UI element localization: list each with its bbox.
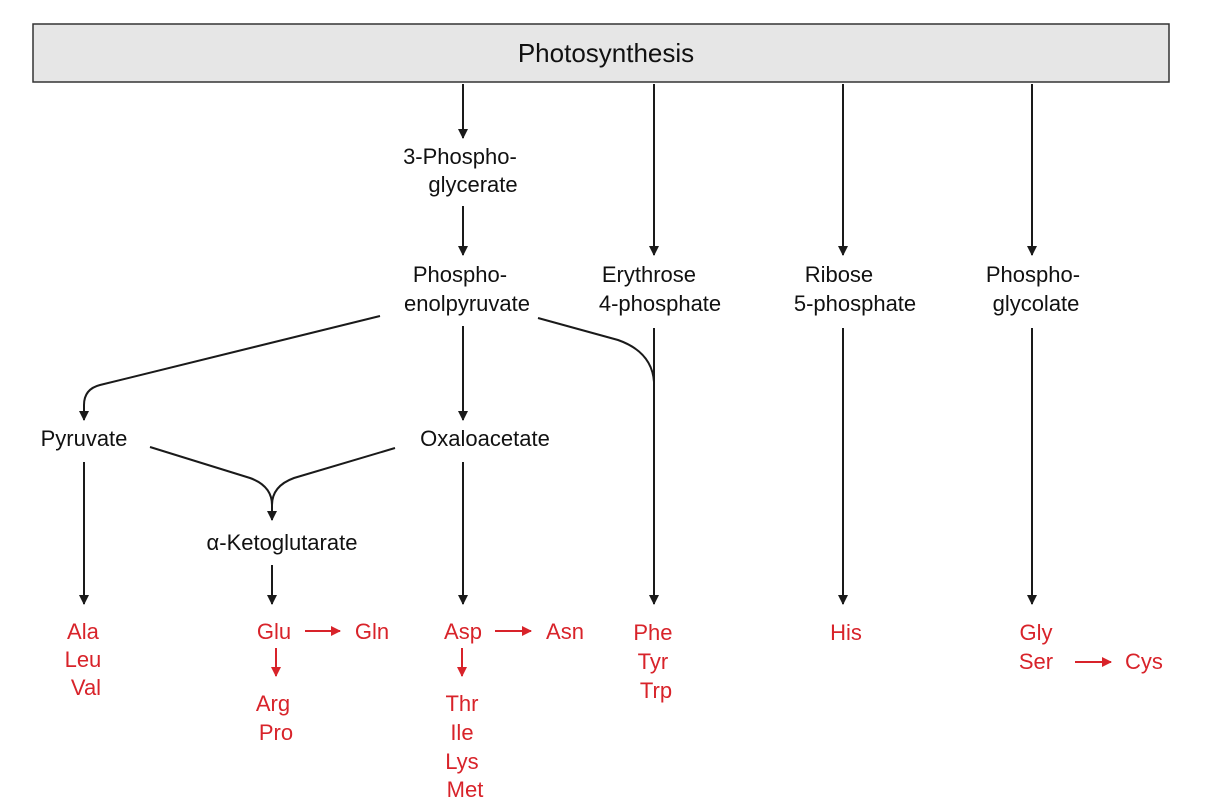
arrow-oxaloacetate-to-ketoglutarate [267, 447, 396, 521]
photosynthesis-title: Photosynthesis [518, 38, 694, 68]
node-phosphoenolpyruvate: Phospho- enolpyruvate [404, 262, 530, 316]
node-3-phosphoglycerate: 3-Phospho- glycerate [403, 144, 523, 197]
aa-his: His [830, 620, 862, 645]
node-ribose-5-phosphate: Ribose 5-phosphate [794, 262, 916, 316]
line-pyruvate-to-ketoglutarate [149, 446, 273, 506]
aa-aromatic: Phe Tyr Trp [633, 620, 678, 703]
aa-pyruvate-family: Ala Leu Val [65, 619, 108, 700]
aa-asp: Asp [444, 619, 482, 644]
aa-glu-family: Arg Pro [256, 691, 296, 745]
node-oxaloacetate: Oxaloacetate [420, 426, 550, 451]
line-pep-to-aromatic [537, 317, 655, 383]
arrow-pep-to-pyruvate [79, 315, 381, 421]
node-pyruvate: Pyruvate [41, 426, 128, 451]
node-alpha-ketoglutarate: α-Ketoglutarate [207, 530, 358, 555]
aa-ser: Ser [1019, 649, 1053, 674]
node-erythrose-4-phosphate: Erythrose 4-phosphate [599, 262, 721, 316]
aa-glu: Glu [257, 619, 291, 644]
aa-gly: Gly [1020, 620, 1053, 645]
aa-cys: Cys [1125, 649, 1163, 674]
aa-gln: Gln [355, 619, 389, 644]
aa-asp-family: Thr Ile Lys Met [445, 691, 485, 801]
node-phosphoglycolate: Phospho- glycolate [986, 262, 1086, 316]
photosynthesis-box [32, 23, 1170, 83]
aa-asn: Asn [546, 619, 584, 644]
